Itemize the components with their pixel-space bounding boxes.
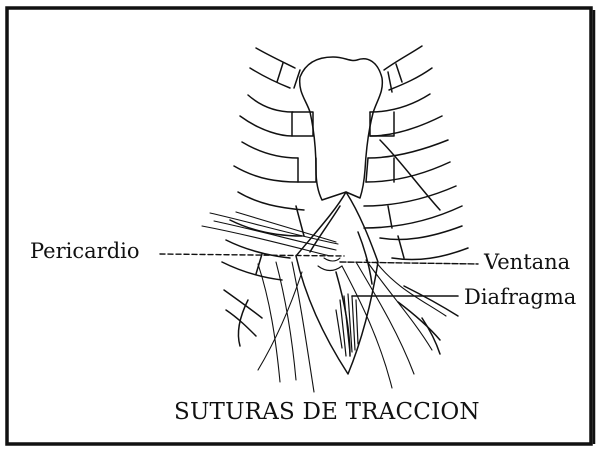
pericardio-pointer [160, 254, 344, 256]
ventana-pointer [340, 262, 478, 264]
pericardio-label: Pericardio [30, 241, 140, 262]
incision-outline [296, 192, 378, 374]
figure-caption: SUTURAS DE TRACCION [174, 401, 480, 424]
right-ribs [364, 46, 468, 354]
ventana-label: Ventana [484, 252, 570, 273]
diaphragm-striations [336, 294, 358, 356]
diafragma-label: Diafragma [464, 287, 576, 308]
